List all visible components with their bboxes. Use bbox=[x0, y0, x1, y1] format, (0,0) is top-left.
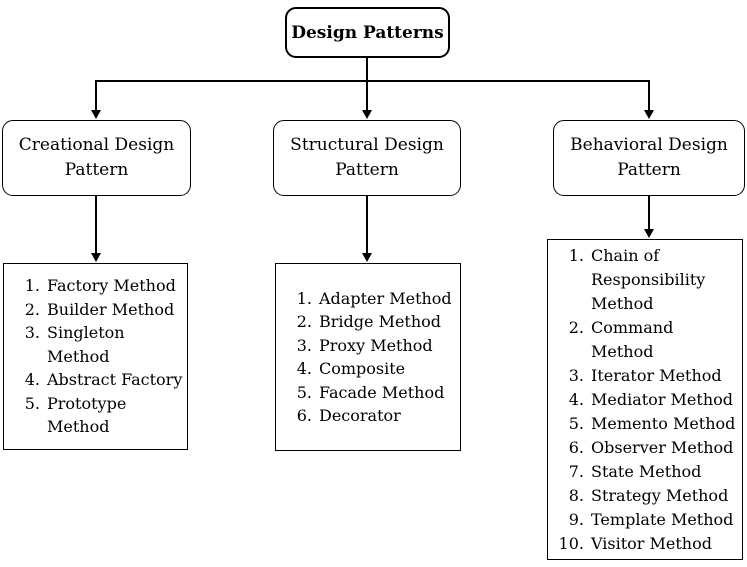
arrowhead-down-icon bbox=[362, 253, 372, 262]
list-item-number: 6. bbox=[296, 406, 312, 425]
list-item: 9. Template Method bbox=[548, 508, 742, 532]
list-item: 5. Facade Method bbox=[276, 381, 460, 405]
list-item-number: 5. bbox=[296, 382, 312, 402]
list-item-number: 9. bbox=[568, 509, 584, 529]
category-box-creational: Creational Design Pattern bbox=[2, 120, 191, 196]
list-item-label: Abstract Factory bbox=[47, 370, 183, 390]
list-item: 7. State Method bbox=[548, 460, 742, 484]
root-box-design-patterns: Design Patterns bbox=[285, 7, 450, 58]
connector-structural-to-list bbox=[366, 196, 368, 254]
list-item-label: Composite bbox=[319, 359, 406, 378]
list-item-label: Strategy Method bbox=[591, 485, 729, 505]
list-item-label: Proxy Method bbox=[319, 335, 433, 355]
list-item-label: Observer Method bbox=[591, 437, 734, 457]
list-item-number: 10. bbox=[558, 533, 584, 553]
list-item-number: 6. bbox=[568, 437, 584, 457]
list-item-label: Prototype Method bbox=[47, 393, 127, 437]
arrowhead-down-icon bbox=[644, 110, 654, 119]
list-item: 2. Command Method bbox=[548, 316, 742, 364]
category-title-behavioral: Behavioral Design Pattern bbox=[570, 135, 728, 180]
arrowhead-down-icon bbox=[91, 253, 101, 262]
arrowhead-down-icon bbox=[91, 110, 101, 119]
list-box-behavioral-patterns: 1. Chain of Responsibility Method 2. Com… bbox=[547, 239, 743, 560]
list-item-label: Facade Method bbox=[319, 382, 445, 402]
list-item-number: 4. bbox=[568, 389, 584, 409]
category-box-behavioral: Behavioral Design Pattern bbox=[553, 120, 745, 196]
list-item: 3. Iterator Method bbox=[548, 364, 742, 388]
list-item: 2. Builder Method bbox=[4, 298, 187, 322]
category-title-structural: Structural Design Pattern bbox=[290, 135, 444, 180]
list-item: 1. Factory Method bbox=[4, 274, 187, 298]
list-item-number: 1. bbox=[568, 245, 584, 265]
connector-root-stem bbox=[366, 57, 368, 81]
list-item: 3. Singleton Method bbox=[4, 321, 187, 368]
connector-drop-creational bbox=[95, 80, 97, 111]
list-item-label: Command Method bbox=[591, 317, 674, 361]
list-item-number: 3. bbox=[568, 365, 584, 385]
list-item: 4. Composite bbox=[276, 357, 460, 381]
arrowhead-down-icon bbox=[362, 110, 372, 119]
list-item-number: 3. bbox=[296, 335, 312, 355]
list-box-creational-patterns: 1. Factory Method 2. Builder Method 3. S… bbox=[3, 263, 188, 450]
list-item-label: Builder Method bbox=[47, 299, 175, 319]
list-item: 5. Prototype Method bbox=[4, 392, 187, 439]
category-title-creational: Creational Design Pattern bbox=[18, 135, 175, 180]
list-item-number: 2. bbox=[568, 317, 584, 337]
list-item-label: Memento Method bbox=[591, 413, 736, 433]
list-item: 6. Observer Method bbox=[548, 436, 742, 460]
list-item: 3. Proxy Method bbox=[276, 334, 460, 358]
list-item-label: Factory Method bbox=[47, 276, 176, 296]
list-box-structural-patterns: 1. Adapter Method 2. Bridge Method 3. Pr… bbox=[275, 263, 461, 451]
arrowhead-down-icon bbox=[644, 229, 654, 238]
list-item-label: Visitor Method bbox=[591, 533, 712, 553]
list-item: 1. Chain of Responsibility Method bbox=[548, 244, 742, 316]
list-item-label: Decorator bbox=[319, 406, 401, 425]
connector-drop-structural bbox=[366, 80, 368, 111]
list-item: 5. Memento Method bbox=[548, 412, 742, 436]
list-item-label: Singleton Method bbox=[47, 323, 125, 366]
list-item-label: Chain of Responsibility Method bbox=[591, 245, 706, 313]
list-item-number: 8. bbox=[568, 485, 584, 505]
list-item-label: Bridge Method bbox=[319, 312, 442, 331]
list-item: 2. Bridge Method bbox=[276, 310, 460, 334]
list-item-number: 2. bbox=[24, 299, 40, 319]
list-item-number: 4. bbox=[24, 370, 40, 390]
list-item-number: 1. bbox=[296, 288, 312, 308]
list-item: 8. Strategy Method bbox=[548, 484, 742, 508]
list-item: 4. Abstract Factory bbox=[4, 368, 187, 392]
list-item-label: Iterator Method bbox=[591, 365, 722, 385]
list-item-number: 3. bbox=[24, 323, 40, 343]
list-item-label: Template Method bbox=[591, 509, 734, 529]
list-item: 10. Visitor Method bbox=[548, 532, 742, 556]
connector-horizontal-rail bbox=[95, 80, 650, 82]
list-item-number: 7. bbox=[568, 461, 584, 481]
root-title: Design Patterns bbox=[291, 22, 444, 43]
list-item-number: 5. bbox=[568, 413, 584, 433]
connector-drop-behavioral bbox=[648, 80, 650, 111]
list-item-label: State Method bbox=[591, 461, 702, 481]
list-item-number: 5. bbox=[24, 393, 40, 413]
list-item: 1. Adapter Method bbox=[276, 287, 460, 311]
list-item: 4. Mediator Method bbox=[548, 388, 742, 412]
list-item-number: 1. bbox=[24, 276, 40, 296]
list-item-label: Adapter Method bbox=[319, 288, 452, 308]
list-item: 6. Decorator bbox=[276, 404, 460, 428]
connector-behavioral-to-list bbox=[648, 196, 650, 230]
list-item-label: Mediator Method bbox=[591, 389, 734, 409]
connector-creational-to-list bbox=[95, 196, 97, 254]
list-item-number: 2. bbox=[296, 312, 312, 331]
category-box-structural: Structural Design Pattern bbox=[273, 120, 461, 196]
list-item-number: 4. bbox=[296, 359, 312, 378]
